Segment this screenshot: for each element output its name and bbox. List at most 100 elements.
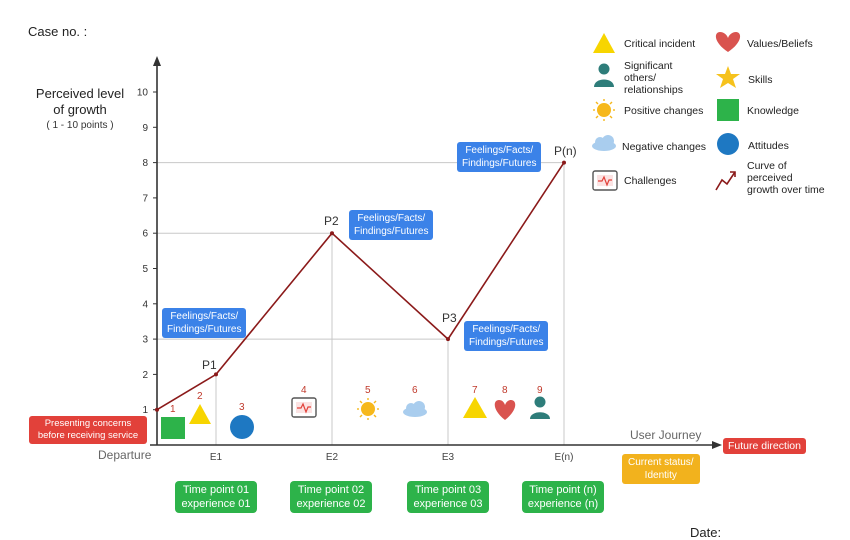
legend-triangle-icon xyxy=(593,33,615,53)
time-point-box-3: Time point 03 experience 03 xyxy=(407,481,489,513)
attitudes-marker xyxy=(230,415,254,439)
callout-line2: Findings/Futures xyxy=(167,324,242,335)
callout-p1: Feelings/Facts/ Findings/Futures xyxy=(162,308,247,338)
time-point-line1: Time point 02 xyxy=(297,484,365,496)
callout-line2: Findings/Futures xyxy=(469,337,544,348)
legend-skills: Skills xyxy=(748,74,773,86)
future-direction-box: Future direction xyxy=(723,438,806,454)
y-tick-label: 2 xyxy=(142,370,148,381)
legend-curve-icon xyxy=(715,171,736,191)
marker-number-1: 1 xyxy=(170,404,176,415)
current-status-line2: Identity xyxy=(644,470,677,481)
y-axis-title: Perceived level of growth xyxy=(20,86,140,118)
knowledge-marker xyxy=(161,417,185,439)
point-label-p3: P3 xyxy=(442,311,457,325)
marker-number-2: 2 xyxy=(197,391,203,402)
callout-line1: Feelings/Facts/ xyxy=(357,213,426,224)
y-tick-label: 9 xyxy=(142,123,148,134)
legend-significant-line1: Significant xyxy=(624,60,673,72)
values-heart-marker xyxy=(494,400,516,420)
marker-number-7: 7 xyxy=(472,385,478,396)
y-tick-label: 7 xyxy=(142,193,148,204)
callout-line1: Feelings/Facts/ xyxy=(472,324,541,335)
legend-curve-line2: perceived xyxy=(747,172,793,184)
y-axis-title-line2: of growth xyxy=(53,102,107,117)
time-point-line2: experience 02 xyxy=(296,498,366,510)
y-tick-label: 10 xyxy=(137,88,149,99)
x-tick-label: E(n) xyxy=(555,452,574,463)
y-tick-label: 6 xyxy=(142,229,148,240)
curve-point xyxy=(214,372,218,377)
time-point-line2: experience (n) xyxy=(527,498,599,510)
curve-point xyxy=(446,337,450,342)
callout-p2: Feelings/Facts/ Findings/Futures xyxy=(349,210,434,240)
x-tick-label: E3 xyxy=(442,452,455,463)
legend-circle-icon xyxy=(717,133,739,155)
challenges-marker xyxy=(291,397,317,418)
point-label-p2: P2 xyxy=(324,214,339,228)
departure-label: Departure xyxy=(98,448,152,462)
time-point-box-1: Time point 01 experience 01 xyxy=(175,481,257,513)
legend-curve-line1: Curve of xyxy=(747,160,787,172)
curve-point xyxy=(562,160,566,165)
x-tick-label: E1 xyxy=(210,452,223,463)
y-tick-label: 1 xyxy=(142,405,148,416)
legend-significant-line2: others/ xyxy=(624,72,657,84)
time-point-line2: experience 03 xyxy=(413,498,483,510)
legend-values-beliefs: Values/Beliefs xyxy=(747,38,813,50)
y-axis-range: ( 1 - 10 points ) xyxy=(46,120,114,131)
legend-challenge-icon xyxy=(592,170,618,191)
legend-star-icon xyxy=(716,66,740,88)
callout-p3: Feelings/Facts/ Findings/Futures xyxy=(464,321,549,351)
x-tick-label: E2 xyxy=(326,452,339,463)
person-marker xyxy=(530,396,550,419)
y-tick-label: 8 xyxy=(142,158,148,169)
x-ticks: E1 E2 E3 E(n) xyxy=(210,452,574,463)
current-status-line1: Current status/ xyxy=(628,457,694,468)
callout-line2: Findings/Futures xyxy=(462,158,537,169)
legend-significant-others: Significant others/ relationships xyxy=(624,60,683,96)
presenting-line2: before receiving service xyxy=(37,430,139,441)
marker-number-3: 3 xyxy=(239,402,245,413)
legend-sun-icon xyxy=(593,99,615,121)
callout-line1: Feelings/Facts/ xyxy=(465,145,534,156)
time-point-box-2: Time point 02 experience 02 xyxy=(290,481,372,513)
legend-negative-changes: Negative changes xyxy=(622,141,707,153)
curve-points xyxy=(155,160,566,412)
y-tick-label: 3 xyxy=(142,335,148,346)
case-number-label: Case no. : xyxy=(28,24,88,39)
point-label-p1: P1 xyxy=(202,358,217,372)
x-axis-arrow xyxy=(712,441,722,449)
x-axis-label: User Journey xyxy=(630,428,702,442)
presenting-concerns-box: Presenting concerns before receiving ser… xyxy=(29,416,147,444)
legend-critical-incident: Critical incident xyxy=(624,38,696,50)
legend-curve: Curve of perceived growth over time xyxy=(747,160,825,196)
cloud-marker xyxy=(403,401,427,417)
y-axis-title-line1: Perceived level xyxy=(35,86,125,101)
curve-point xyxy=(330,231,334,236)
critical-incident-marker-2 xyxy=(463,397,487,418)
current-status-box: Current status/ Identity xyxy=(622,454,700,484)
legend-significant-line3: relationships xyxy=(624,84,683,96)
growth-curve xyxy=(156,162,565,411)
marker-number-4: 4 xyxy=(301,385,307,396)
critical-incident-marker xyxy=(189,404,211,424)
legend-person-icon xyxy=(594,63,614,87)
curve-point xyxy=(155,407,159,412)
marker-number-6: 6 xyxy=(412,385,418,396)
marker-number-8: 8 xyxy=(502,385,508,396)
marker-number-9: 9 xyxy=(537,385,543,396)
time-point-line2: experience 01 xyxy=(181,498,251,510)
presenting-line1: Presenting concerns xyxy=(44,418,132,429)
time-point-line1: Time point 01 xyxy=(182,484,250,496)
point-label-pn: P(n) xyxy=(554,144,577,158)
y-tick-label: 5 xyxy=(142,264,148,275)
legend-attitudes: Attitudes xyxy=(748,140,789,152)
callout-line1: Feelings/Facts/ xyxy=(170,311,239,322)
legend-knowledge: Knowledge xyxy=(747,105,799,117)
marker-number-5: 5 xyxy=(365,385,371,396)
sun-marker xyxy=(357,398,379,420)
legend-cloud-icon xyxy=(592,135,616,151)
legend-positive-changes: Positive changes xyxy=(624,105,704,117)
time-point-box-n: Time point (n) experience (n) xyxy=(522,481,604,513)
